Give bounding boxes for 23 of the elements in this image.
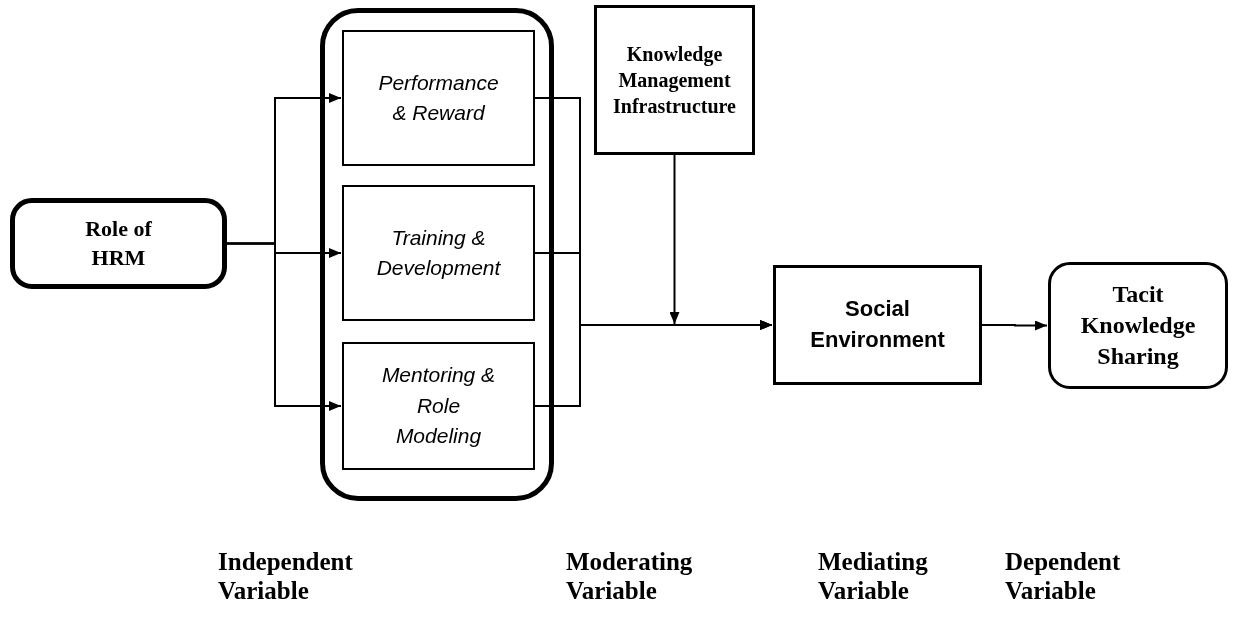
process-box: [342, 342, 535, 470]
process-box: [773, 265, 982, 385]
arrow: [669, 154, 680, 325]
arrow: [981, 320, 1048, 331]
variable-label: Independent Variable: [218, 548, 354, 606]
variable-label: Dependent Variable: [1005, 548, 1122, 606]
node-text: Knowledge Management Infrastructure: [612, 42, 737, 119]
process-box: [594, 5, 755, 155]
node-text: Social Environment: [809, 295, 946, 354]
variable-label: Mediating Variable: [818, 548, 929, 606]
arrow: [534, 320, 773, 407]
variable-label: Moderating Variable: [566, 548, 694, 606]
group-container: [320, 8, 554, 501]
rounded-box: [10, 198, 227, 289]
node-text: Mentoring & Role Modeling: [380, 362, 497, 450]
node-text: Tacit Knowledge Sharing: [1079, 279, 1197, 372]
rounded-box: [1048, 262, 1228, 389]
process-box: [342, 30, 535, 166]
arrow: [226, 242, 342, 411]
node-text: Training & Development: [375, 224, 502, 281]
node-text: Performance & Reward: [377, 69, 500, 126]
process-box: [342, 185, 535, 321]
node-text: Role of HRM: [84, 214, 153, 272]
